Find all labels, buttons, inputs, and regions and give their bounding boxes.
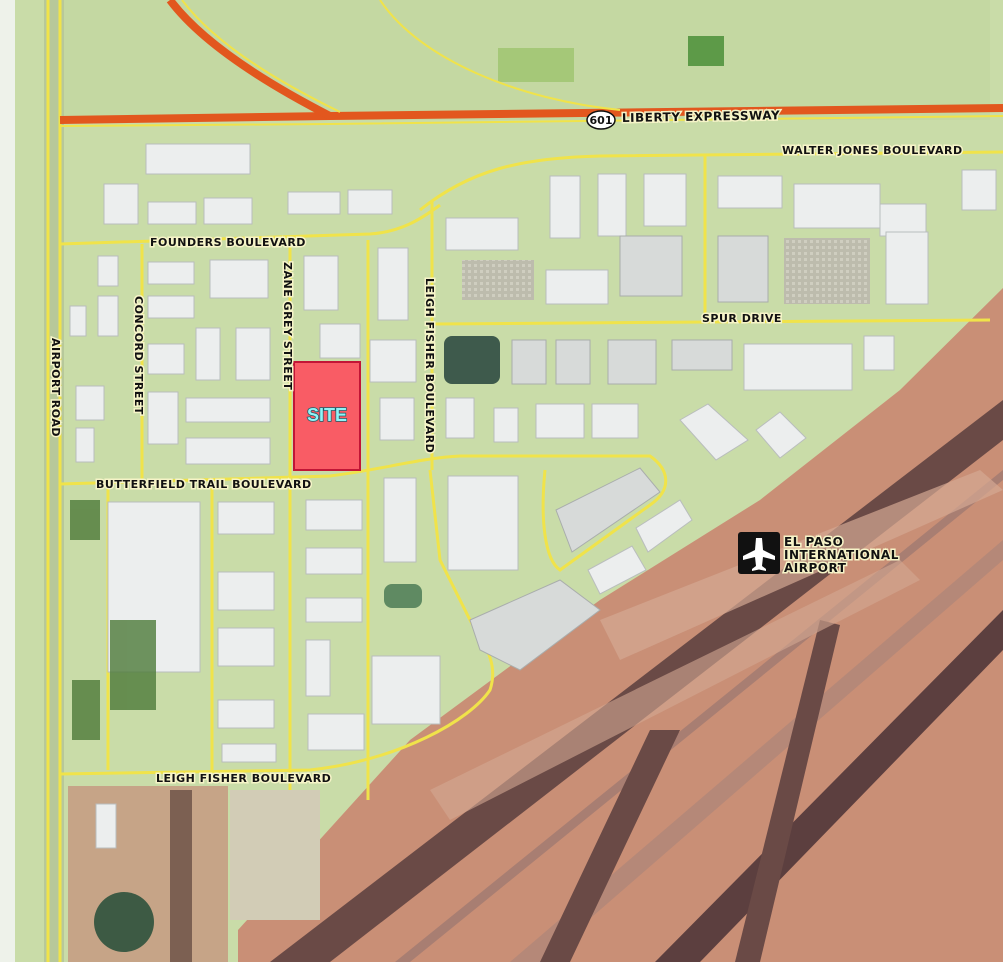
expressway-ramp bbox=[166, 0, 332, 120]
site-parcel[interactable] bbox=[293, 361, 361, 471]
label-leigh-fisher-bottom: LEIGH FISHER BOULEVARD bbox=[156, 772, 331, 785]
label-walter-jones: WALTER JONES BOULEVARD bbox=[782, 144, 963, 157]
label-airport-road: AIRPORT ROAD bbox=[49, 338, 62, 437]
taxiway-c bbox=[540, 730, 680, 962]
vegetation bbox=[70, 500, 156, 740]
spur-drive bbox=[434, 318, 991, 326]
southwest-area bbox=[68, 786, 320, 962]
left-edge-strip bbox=[0, 0, 15, 962]
label-spur-drive: SPUR DRIVE bbox=[702, 312, 782, 325]
park-field bbox=[498, 48, 574, 82]
airport-marker[interactable]: EL PASO INTERNATIONAL AIRPORT bbox=[738, 532, 900, 577]
runway-second bbox=[655, 610, 1003, 962]
buildings-south bbox=[107, 467, 693, 763]
label-founders: FOUNDERS BOULEVARD bbox=[150, 236, 306, 249]
sports-field bbox=[688, 36, 724, 66]
taxiway-b bbox=[510, 540, 1003, 962]
label-leigh-fisher-vertical: LEIGH FISHER BOULEVARD bbox=[423, 278, 436, 453]
airport-name-line2: INTERNATIONAL bbox=[784, 548, 899, 562]
airport-name-line1: EL PASO bbox=[784, 535, 843, 549]
buildings-north bbox=[103, 143, 997, 305]
buildings-middle-right bbox=[444, 335, 895, 461]
taxiway-d bbox=[735, 620, 840, 962]
buildings-middle-left bbox=[69, 247, 417, 465]
apron-light-2 bbox=[430, 560, 920, 820]
butterfield-trail bbox=[59, 454, 668, 572]
apron-light bbox=[600, 470, 1003, 660]
svg-text:601: 601 bbox=[590, 114, 613, 127]
site-label: SITE bbox=[307, 405, 347, 425]
label-concord-street: CONCORD STREET bbox=[132, 296, 145, 415]
label-liberty-expressway: LIBERTY EXPRESSWAY bbox=[622, 108, 780, 125]
walter-jones-boulevard bbox=[419, 150, 1003, 212]
airplane-glyph bbox=[743, 538, 775, 571]
highway-shield-601: 601 bbox=[586, 110, 616, 130]
airport-name-line3: AIRPORT bbox=[784, 561, 847, 575]
label-butterfield-trail: BUTTERFIELD TRAIL BOULEVARD bbox=[96, 478, 312, 491]
label-zane-grey: ZANE GREY STREET bbox=[281, 262, 294, 390]
